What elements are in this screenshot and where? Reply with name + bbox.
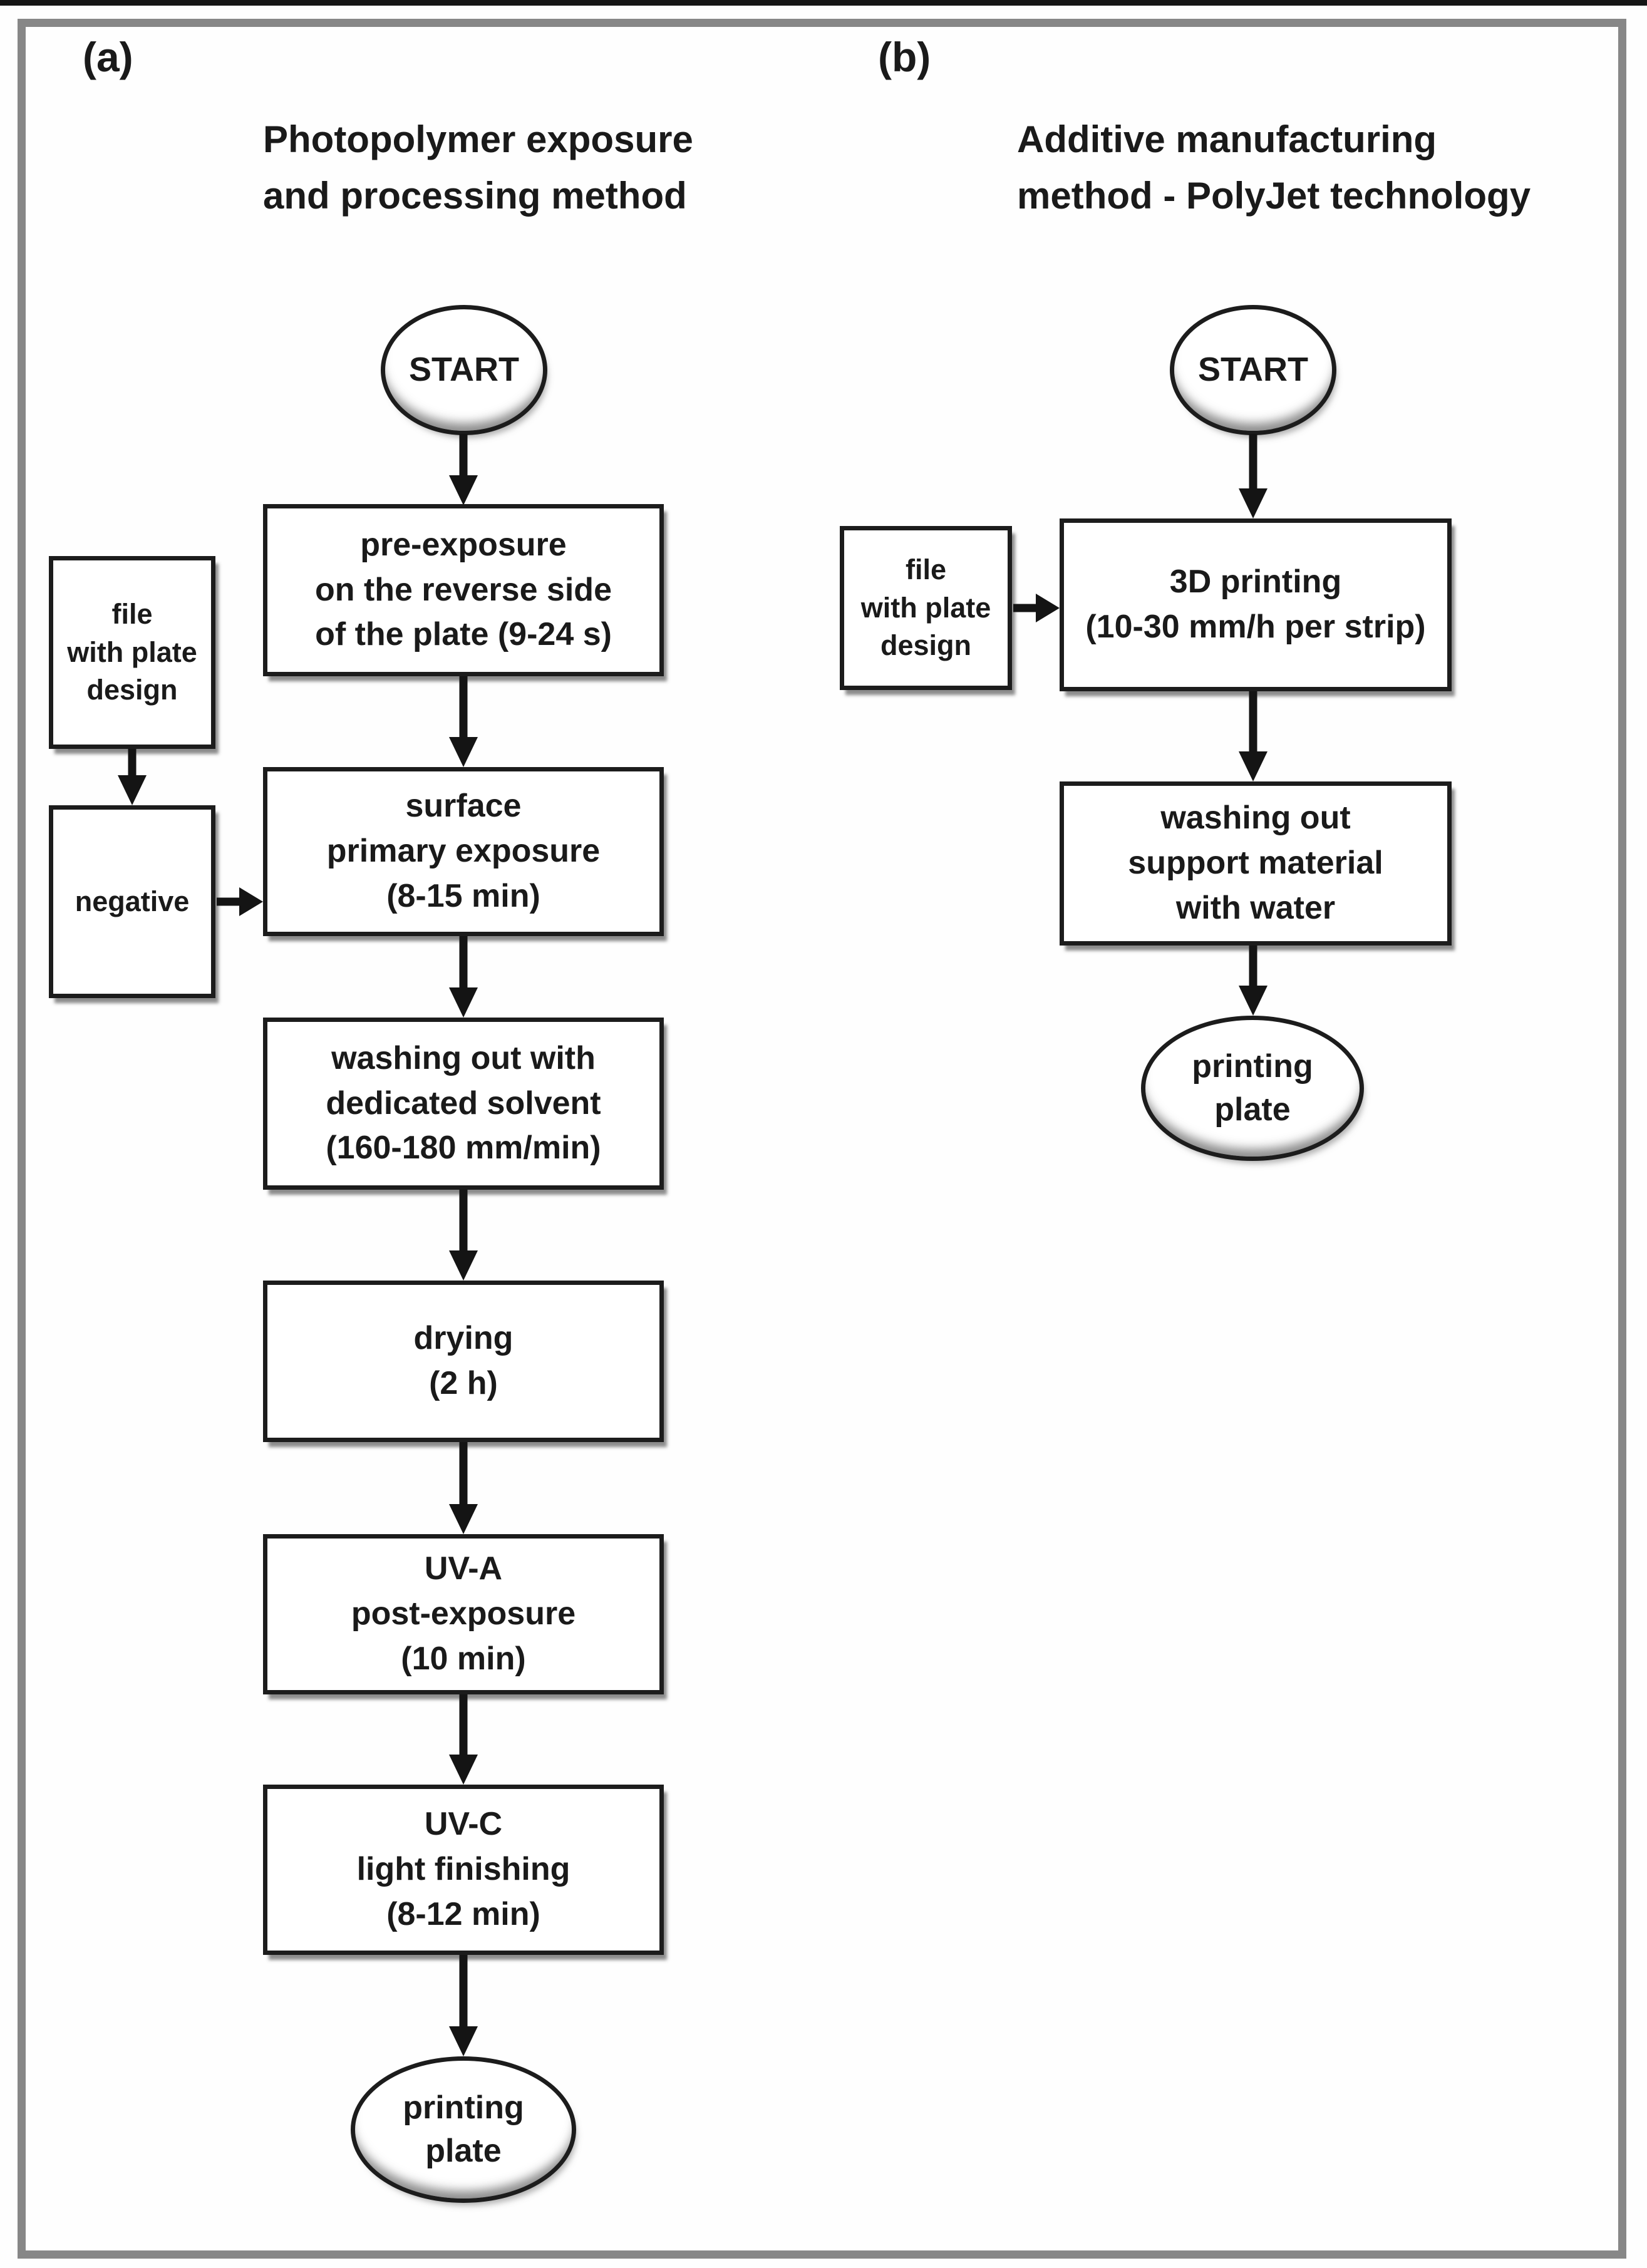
input-box-negative: negative [49, 805, 215, 998]
arrow-shaft [459, 1190, 468, 1250]
arrow-shaft [459, 936, 468, 987]
arrowhead-down-icon [118, 775, 147, 805]
arrowhead-right-icon [239, 887, 263, 916]
arrow-a-pre-exposure-to-surface [448, 676, 478, 767]
panel-a-label: (a) [83, 34, 133, 80]
end-terminator-b-printing-plate: printing plate [1141, 1016, 1364, 1161]
arrowhead-down-icon [449, 2026, 478, 2056]
panel-b-title: Additive manufacturing method - PolyJet … [1017, 118, 1531, 217]
arrow-a-negative-to-surface [217, 887, 263, 916]
arrow-a-file-to-negative [117, 749, 147, 805]
flow-box-washing-support: washing out support material with water [1060, 781, 1452, 946]
arrow-a-uva-to-uvc [448, 1694, 478, 1785]
arrow-a-surface-to-washing [448, 936, 478, 1018]
arrow-a-start-to-pre-exposure [448, 434, 478, 505]
flow-box-pre-exposure: pre-exposure on the reverse side of the … [263, 504, 664, 676]
flow-box-3d-printing: 3D printing (10-30 mm/h per strip) [1060, 518, 1452, 691]
arrowhead-down-icon [1239, 488, 1268, 518]
arrow-a-washing-to-drying [448, 1190, 478, 1281]
arrow-b-3d-printing-to-washing [1238, 691, 1268, 781]
arrow-shaft [459, 1442, 468, 1504]
arrow-shaft [128, 749, 137, 775]
panel-a-title: Photopolymer exposure and processing met… [263, 118, 693, 217]
input-box-file-with-plate-design-b: file with plate design [840, 526, 1012, 690]
flow-box-drying: drying (2 h) [263, 1281, 664, 1442]
arrow-shaft [459, 676, 468, 737]
arrow-shaft [1249, 691, 1257, 751]
arrowhead-down-icon [449, 1504, 478, 1534]
arrowhead-down-icon [449, 1755, 478, 1785]
arrowhead-down-icon [449, 987, 478, 1018]
arrowhead-down-icon [1239, 751, 1268, 781]
arrowhead-down-icon [1239, 986, 1268, 1016]
arrowhead-down-icon [449, 475, 478, 505]
arrow-b-file-to-3d-printing [1013, 594, 1060, 622]
arrow-b-start-to-3d-printing [1238, 434, 1268, 518]
figure-border [18, 19, 1626, 2259]
arrow-shaft [459, 434, 468, 475]
flow-box-uva-post-exposure: UV-A post-exposure (10 min) [263, 1534, 664, 1694]
input-box-file-with-plate-design-a: file with plate design [49, 556, 215, 749]
arrow-b-washing-to-printing-plate [1238, 946, 1268, 1016]
arrow-shaft [459, 1694, 468, 1755]
start-terminator-a: START [381, 305, 547, 435]
end-terminator-a-printing-plate: printing plate [351, 2056, 576, 2203]
arrowhead-down-icon [449, 737, 478, 767]
arrow-a-drying-to-uva [448, 1442, 478, 1534]
panel-b-label: (b) [878, 34, 931, 80]
flow-box-surface-exposure: surface primary exposure (8-15 min) [263, 767, 664, 936]
arrow-shaft [1249, 946, 1257, 986]
arrow-shaft [459, 1955, 468, 2026]
arrow-shaft [1013, 604, 1036, 612]
arrow-a-uvc-to-printing-plate [448, 1955, 478, 2056]
start-terminator-b: START [1170, 305, 1336, 435]
arrowhead-right-icon [1036, 594, 1060, 622]
page-top-rule [0, 0, 1647, 6]
arrowhead-down-icon [449, 1250, 478, 1281]
arrow-shaft [217, 897, 239, 906]
arrow-shaft [1249, 434, 1257, 488]
flow-box-uvc-finishing: UV-C light finishing (8-12 min) [263, 1785, 664, 1955]
flow-box-washing-out: washing out with dedicated solvent (160-… [263, 1018, 664, 1190]
